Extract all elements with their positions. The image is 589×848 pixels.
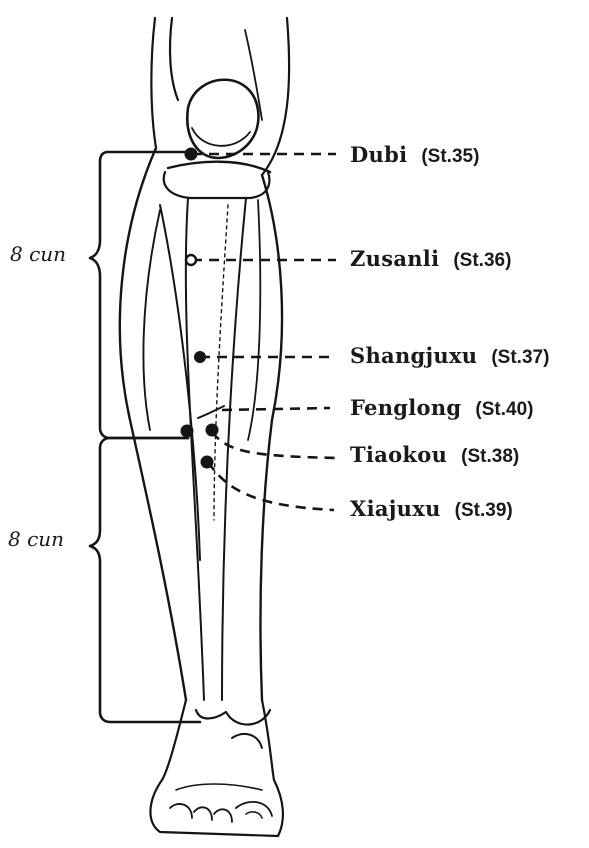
point-code: (St.37) [491, 347, 549, 368]
lower-measure-label: 8 cun [8, 527, 64, 551]
marker-zusanli [186, 255, 196, 265]
point-code: (St.35) [421, 146, 479, 167]
toe-3 [214, 809, 232, 822]
toe-2 [194, 807, 212, 820]
foot-dorsum-line [176, 784, 262, 790]
shin-inner-contour [143, 210, 160, 430]
marker-xiajuxu [201, 456, 214, 469]
fenglong-connector [198, 406, 224, 418]
point-name: Zusanli [350, 246, 439, 271]
ankle-outline-left [162, 700, 186, 780]
point-code: (St.36) [453, 250, 511, 271]
tibia-head [164, 172, 270, 198]
thigh-outline-right [262, 18, 289, 175]
calf-outline-right [260, 175, 282, 700]
marker-shangjuxu [194, 351, 206, 363]
toenail [246, 812, 262, 818]
shin-outline-left [120, 148, 186, 700]
toe-1 [170, 804, 192, 818]
tibia-left-edge [186, 198, 204, 700]
marker-fenglong [181, 425, 194, 438]
ankle-line [196, 710, 270, 725]
marker-dubi [185, 148, 198, 161]
thigh-outline-left [151, 18, 156, 148]
leader-tiaokou [212, 432, 336, 458]
label-shangjuxu: Shangjuxu (St.37) [350, 343, 549, 369]
point-name: Shangjuxu [350, 343, 477, 368]
point-name: Fenglong [350, 395, 461, 420]
point-name: Xiajuxu [350, 496, 441, 521]
upper-measure-label: 8 cun [10, 242, 66, 266]
label-xiajuxu: Xiajuxu (St.39) [350, 496, 513, 522]
tibia-right-edge [222, 198, 246, 700]
point-code: (St.38) [461, 446, 519, 467]
leader-fenglong [222, 408, 330, 410]
ankle-bone [232, 734, 262, 748]
point-name: Tiaokou [350, 442, 447, 467]
muscle-line [248, 200, 260, 440]
big-toe [236, 802, 272, 816]
thigh-inner-line [170, 18, 178, 100]
point-name: Dubi [350, 142, 407, 167]
marker-tiaokou [206, 424, 219, 437]
label-zusanli: Zusanli (St.36) [350, 246, 511, 272]
label-tiaokou: Tiaokou (St.38) [350, 442, 519, 468]
label-dubi: Dubi (St.35) [350, 142, 479, 168]
point-code: (St.39) [455, 500, 513, 521]
thigh-muscle-line [245, 30, 262, 120]
patella-lower-edge [192, 128, 250, 146]
point-code: (St.40) [475, 399, 533, 420]
label-fenglong: Fenglong (St.40) [350, 395, 534, 421]
knee-joint-line [168, 162, 270, 172]
